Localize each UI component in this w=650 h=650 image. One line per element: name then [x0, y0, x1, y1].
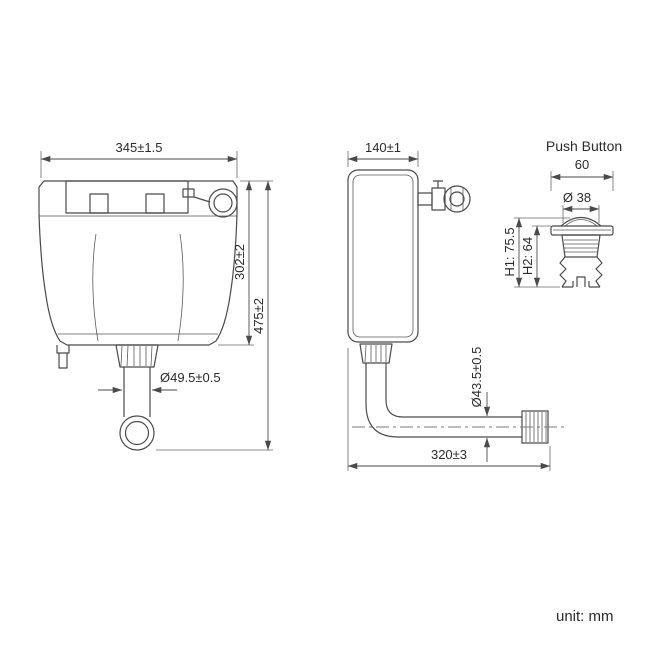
pipe-dia-dim-label: Ø43.5±0.5	[469, 347, 484, 408]
front-view-dimensions: 345±1.5 302±2 475±2 Ø49.5±0.5	[40, 140, 273, 451]
button-dome-outer	[560, 216, 602, 227]
side-view	[347, 169, 564, 444]
outlet-pipe	[123, 367, 151, 417]
width-extension-lines	[40, 151, 238, 178]
total-height-dim-label: 475±2	[251, 298, 266, 334]
tank-seam-lines	[39, 215, 237, 335]
tank-height-dim-label: 302±2	[232, 244, 247, 280]
button-body-threads	[564, 239, 598, 253]
inlet-knob-outer	[443, 185, 471, 213]
outlet-collar-threads	[120, 345, 153, 367]
tank-body-outline	[38, 180, 238, 346]
button-base-lines	[562, 276, 600, 288]
float-lever-mount	[182, 188, 195, 198]
push-button-title: Push Button	[546, 138, 622, 154]
button-dome-inner	[564, 219, 598, 227]
side-tank-inner-line	[352, 174, 414, 338]
h1-dim-label: H1: 75.5	[502, 227, 517, 276]
button-flange	[550, 225, 614, 236]
inlet-cap-outer	[208, 188, 238, 218]
side-valve-stub	[56, 345, 70, 369]
pipe-length-dim-label: 320±3	[431, 447, 467, 462]
side-tank-outline	[347, 169, 419, 343]
outlet-dia-dim-label: Ø49.5±0.5	[160, 370, 221, 385]
float-lever-arm	[193, 196, 211, 203]
outlet-flange-inner	[124, 420, 150, 446]
inlet-knob-ridges	[450, 188, 464, 210]
outlet-flange-outer	[119, 415, 155, 451]
inlet-fitting-body	[431, 187, 446, 211]
button-threaded-body	[561, 234, 601, 258]
outlet-collar	[115, 344, 159, 368]
front-width-dim-label: 345±1.5	[116, 140, 163, 155]
tank-top-opening	[65, 180, 189, 214]
side-collar-threads	[364, 344, 387, 363]
push-button-detail: Push Button 60 Ø 38 H1: 75.5 H2: 64	[502, 138, 622, 288]
side-view-dimensions: 140±1 Ø43.5±0.5 320±3	[347, 140, 551, 471]
side-outlet-collar	[359, 343, 393, 364]
opening-tab-left	[89, 193, 109, 214]
button-dia-extension-lines	[562, 205, 600, 223]
inlet-knob-inner	[449, 191, 465, 207]
front-view	[38, 180, 238, 451]
tank-rib-lines	[92, 233, 184, 342]
button-clip-left	[559, 256, 567, 288]
unit-label: unit: mm	[556, 608, 614, 625]
opening-tab-right	[145, 193, 165, 214]
button-clip-right	[595, 256, 603, 288]
inlet-cap-inner	[213, 193, 233, 213]
inlet-fitting-neck	[417, 192, 433, 206]
button-dia-dim-label: Ø 38	[563, 190, 591, 205]
inlet-fitting-pin	[433, 180, 443, 188]
depth-dim-label: 140±1	[365, 140, 401, 155]
button-width-dim-label: 60	[575, 157, 589, 172]
elbow-pipe-outline	[365, 363, 522, 438]
h2-dim-label: H2: 64	[520, 237, 535, 275]
button-width-extension-lines	[550, 171, 614, 191]
